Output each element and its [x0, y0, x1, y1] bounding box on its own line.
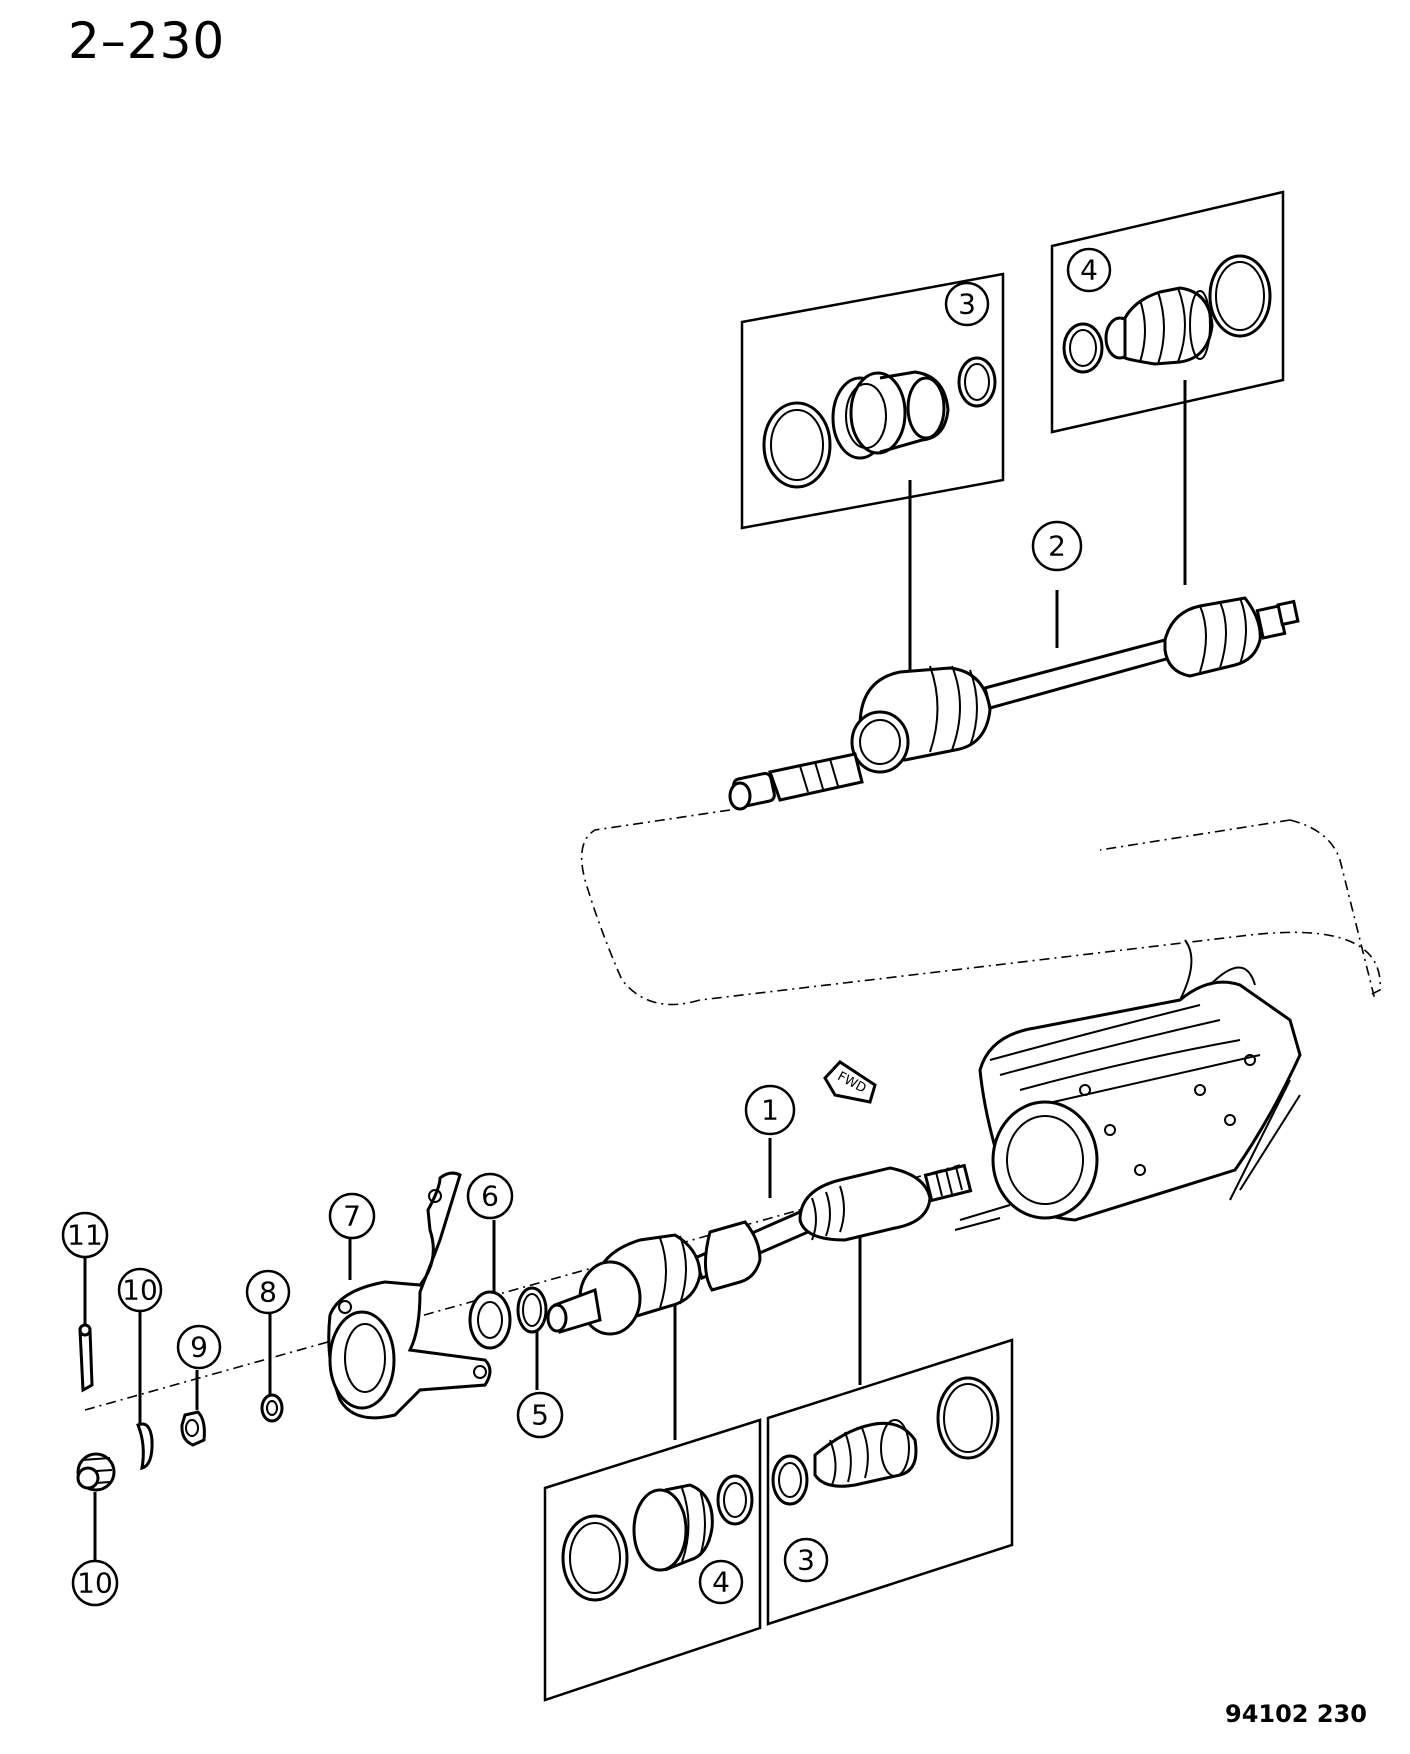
callout-1: 1: [744, 1084, 796, 1136]
callout-4-upper: 4: [1066, 247, 1112, 293]
upper-kit-3-box: [740, 272, 1005, 670]
callout-4-lower-label: 4: [712, 1566, 730, 1599]
callout-10-lower: 10: [71, 1559, 119, 1607]
lower-kit-3-box: [766, 1338, 1014, 1626]
callout-8: 8: [245, 1269, 291, 1315]
lower-kit-4-boot: [632, 1483, 714, 1572]
upper-kit-4-large-clamp: [1208, 254, 1272, 338]
callout-7-label: 7: [343, 1200, 361, 1233]
callout-3-lower-label: 3: [797, 1544, 815, 1577]
callout-5: 5: [516, 1391, 564, 1439]
lower-kit-3-large-clamp: [936, 1376, 1000, 1460]
upper-kit-4-small-clamp: [1062, 322, 1104, 374]
callout-4-lower: 4: [698, 1559, 744, 1605]
upper-kit-3-boot: [831, 370, 950, 460]
callout-1-label: 1: [761, 1094, 779, 1127]
lower-kit-4-box: [543, 1418, 762, 1702]
callout-3-upper-label: 3: [958, 288, 976, 321]
bearing-6: [468, 1220, 512, 1350]
callout-9: 9: [176, 1324, 222, 1370]
lower-halfshaft: [84, 1138, 973, 1440]
callout-8-label: 8: [259, 1276, 277, 1309]
upper-kit-4-box: [1050, 190, 1285, 585]
steering-knuckle: [327, 1171, 492, 1420]
callout-10-upper-label: 10: [122, 1274, 158, 1307]
hub-nut-9: [180, 1370, 206, 1447]
forward-direction-arrow: FWD: [823, 1060, 877, 1104]
callout-2-label: 2: [1048, 530, 1066, 563]
lower-kit-3-small-clamp: [771, 1454, 809, 1506]
transaxle-housing: [954, 939, 1302, 1231]
figure-code: 94102 230: [1225, 1700, 1367, 1728]
callout-10-upper: 10: [117, 1267, 163, 1313]
nut-lock-10-upper: [136, 1310, 154, 1471]
lower-kit-4-small-clamp: [716, 1474, 754, 1526]
callout-7: 7: [328, 1192, 376, 1240]
callout-6-label: 6: [481, 1180, 499, 1213]
lower-kit-4-large-clamp: [561, 1514, 629, 1602]
callout-3-upper: 3: [944, 281, 990, 327]
upper-kit-3-small-clamp: [957, 356, 997, 408]
upper-kit-3-boot-ring: [762, 401, 832, 489]
nut-lock-10-lower: [76, 1452, 116, 1560]
callout-10-lower-label: 10: [77, 1567, 113, 1600]
callout-11: 11: [61, 1211, 109, 1259]
page-number: 2–230: [68, 12, 226, 70]
callout-9-label: 9: [190, 1331, 208, 1364]
callout-11-label: 11: [67, 1219, 103, 1252]
lower-kit-3-boot: [813, 1419, 918, 1488]
upper-kit-4-boot: [1104, 286, 1214, 366]
callout-2: 2: [1031, 520, 1083, 572]
upper-halfshaft: [728, 590, 1300, 811]
transaxle-outline: [580, 809, 1381, 1006]
washer-8: [260, 1305, 284, 1423]
callout-6: 6: [466, 1172, 514, 1220]
snap-ring-5: [516, 1286, 548, 1390]
callout-5-label: 5: [531, 1399, 549, 1432]
cotter-pin-11: [78, 1258, 94, 1393]
callout-3-lower: 3: [783, 1537, 829, 1583]
callout-4-upper-label: 4: [1080, 254, 1098, 287]
